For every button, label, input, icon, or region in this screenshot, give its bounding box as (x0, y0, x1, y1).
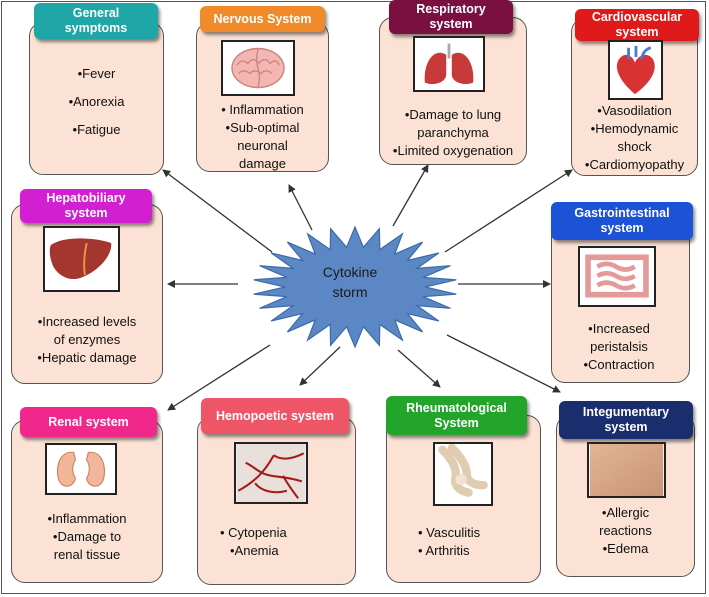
hemopoetic-system-list: • Cytopenia •Anemia (220, 524, 350, 560)
list-item: •Fatigue (72, 122, 121, 137)
list-item: •Inflammation (47, 511, 127, 526)
cardiovascular-system-list: •Vasodilation •Hemodynamic shock •Cardio… (571, 102, 698, 174)
heart-icon (608, 40, 663, 100)
list-item: •Cardiomyopathy (584, 157, 685, 172)
cytokine-storm-star (253, 225, 457, 349)
nervous-system-list: • Inflammation •Sub-optimal neuronal dam… (196, 101, 329, 173)
list-item: • Vasculitis (418, 525, 481, 540)
list-item: •Increased (588, 321, 650, 336)
skin-icon (587, 442, 666, 498)
list-item: paranchyma (417, 125, 489, 140)
respiratory-system-list: •Damage to lung paranchyma •Limited oxyg… (379, 106, 527, 160)
list-item: neuronal (237, 138, 288, 153)
list-item: •Sub-optimal (225, 120, 300, 135)
kidneys-icon (45, 443, 117, 495)
list-item: • Cytopenia (220, 525, 287, 540)
list-item: •Contraction (583, 357, 655, 372)
list-item: •Damage to (52, 529, 122, 544)
center-label-line2: storm (332, 284, 368, 300)
list-item: • Inflammation (221, 102, 304, 117)
lungs-icon (413, 36, 485, 92)
arrow-to-nervous (288, 184, 313, 231)
renal-system-list: •Inflammation •Damage to renal tissue (11, 510, 163, 564)
list-item: •Edema (602, 541, 649, 556)
list-item: •Fever (77, 66, 116, 81)
list-item: shock (617, 139, 652, 154)
arrow-to-rheuma (397, 349, 441, 388)
nervous-system-title: Nervous System (200, 6, 325, 32)
general-symptoms-list: •Fever •Anorexia •Fatigue (29, 60, 164, 144)
center-label: Cytokine storm (300, 262, 400, 302)
list-item: •Allergic (601, 505, 650, 520)
list-item: •Damage to lung (404, 107, 502, 122)
brain-icon (221, 40, 295, 96)
blood-vessels-icon (234, 442, 308, 504)
arrow-to-general (162, 169, 273, 253)
list-item: •Anemia (230, 543, 279, 558)
arrow-to-cardio (444, 169, 573, 253)
hepatobiliary-system-list: •Increased levels of enzymes •Hepatic da… (11, 313, 163, 367)
list-item: • Arthritis (418, 543, 470, 558)
general-symptoms-card (29, 22, 164, 175)
arrow-to-integ (446, 334, 561, 393)
list-item: •Increased levels (37, 314, 137, 329)
list-item: renal tissue (53, 547, 121, 562)
list-item: damage (239, 156, 286, 171)
list-item: of enzymes (53, 332, 121, 347)
hemopoetic-system-title: Hemopoetic system (201, 398, 349, 434)
joint-icon (433, 442, 493, 506)
center-label-line1: Cytokine (322, 264, 378, 280)
list-item: reactions (599, 523, 652, 538)
intestine-icon (578, 246, 656, 307)
list-item: •Limited oxygenation (392, 143, 514, 158)
list-item: •Vasodilation (597, 103, 672, 118)
arrow-to-respiratory (392, 164, 429, 227)
arrow-to-hemo (299, 346, 341, 386)
rheumatological-system-list: • Vasculitis • Arthritis (418, 524, 538, 560)
list-item: •Hemodynamic (590, 121, 679, 136)
integumentary-system-list: •Allergic reactions •Edema (556, 504, 695, 558)
gastrointestinal-system-list: •Increased peristalsis •Contraction (551, 320, 687, 374)
renal-system-title: Renal system (20, 407, 157, 437)
list-item: peristalsis (590, 339, 648, 354)
list-item: •Anorexia (68, 94, 125, 109)
list-item: •Hepatic damage (37, 350, 137, 365)
liver-icon (43, 226, 120, 292)
arrow-to-renal (167, 344, 271, 411)
